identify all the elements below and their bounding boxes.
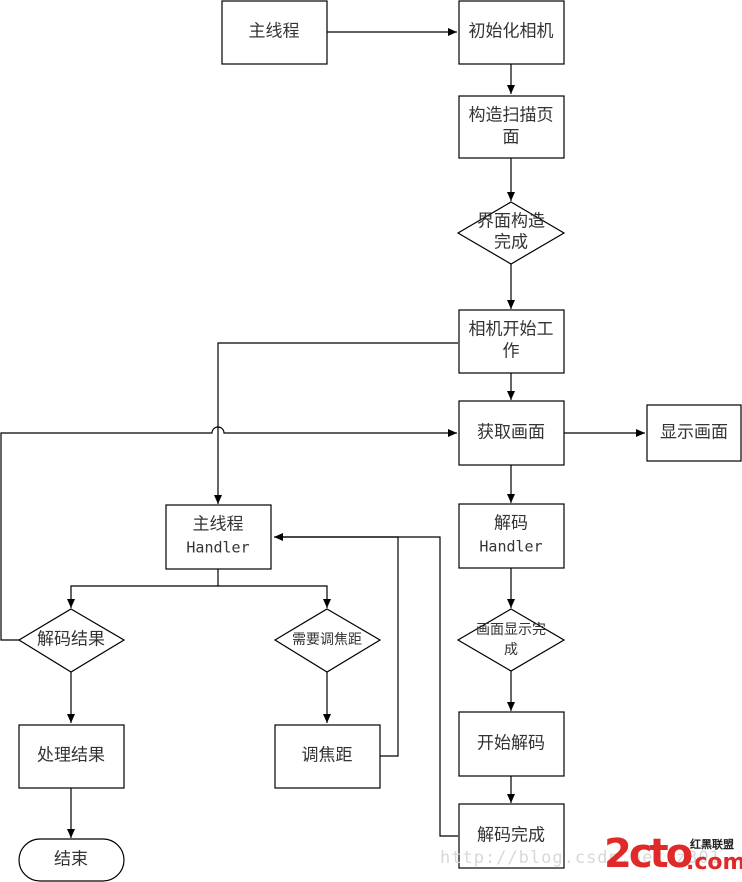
node-label: 开始解码: [477, 734, 545, 754]
edge-camera-start-to-main-handler: [214, 342, 458, 504]
node-label: 解码完成: [477, 826, 545, 846]
node-label: 主线程: [249, 22, 300, 42]
node-end: 结束: [18, 838, 125, 882]
node-main-handler: 主线程 Handler: [165, 504, 272, 570]
edge-adjust-focus-to-main-handler: [276, 536, 399, 757]
node-adjust-focus: 调焦距: [274, 724, 381, 789]
node-label: 获取画面: [477, 423, 545, 443]
node-ui-built: 界面构造 完成: [456, 201, 566, 265]
node-label: 结束: [54, 850, 88, 870]
node-label-line1: 界面构造: [477, 212, 545, 232]
edge-decode-result-to-get-frame: [0, 426, 457, 641]
node-label: 初始化相机: [469, 22, 554, 42]
node-decode-handler: 解码 Handler: [458, 503, 565, 569]
node-label: 解码结果: [37, 630, 105, 650]
node-label-line2: Handler: [479, 538, 542, 556]
node-label: 处理结果: [37, 746, 105, 766]
edges: [0, 28, 645, 838]
logo-com-text: .com: [686, 850, 742, 875]
node-build-scan-page: 构造扫描页 面: [458, 95, 565, 159]
watermark-logo: 2cto 红黑联盟 .com: [604, 832, 742, 882]
node-start-decode: 开始解码: [458, 711, 565, 777]
node-decode-done: 解码完成: [458, 803, 565, 869]
node-process-result: 处理结果: [18, 724, 125, 789]
node-label: 调焦距: [302, 746, 353, 766]
node-need-focus: 需要调焦距: [273, 608, 382, 673]
node-show-frame: 显示画面: [646, 404, 742, 462]
node-label-line1: 解码: [494, 514, 528, 534]
node-main-thread: 主线程: [221, 0, 328, 65]
node-camera-start: 相机开始工 作: [458, 309, 565, 374]
node-get-frame: 获取画面: [458, 400, 565, 466]
node-label: 显示画面: [660, 423, 728, 443]
node-label-line2: 面: [503, 128, 520, 148]
node-init-camera: 初始化相机: [458, 0, 565, 65]
node-decode-result: 解码结果: [17, 608, 126, 673]
node-label-line2: 作: [503, 342, 520, 362]
edge-decode-done-to-main-handler: [274, 533, 458, 837]
edge-main-handler-to-need-focus: [218, 585, 331, 608]
edge-main-handler-branch: [67, 569, 219, 608]
logo-main-text: 2cto: [604, 831, 693, 877]
logo-sub-text: 红黑联盟: [690, 838, 734, 851]
node-label-line1: 构造扫描页: [469, 106, 554, 126]
node-label-line1: 相机开始工: [469, 320, 554, 340]
node-label-line2: 成: [504, 642, 518, 658]
node-frame-shown: 画面显示完 成: [456, 608, 566, 672]
node-label-line2: Handler: [186, 539, 249, 557]
watermark-url: http://blog.csdn.net/z301: [440, 848, 721, 868]
node-label: 需要调焦距: [292, 632, 362, 648]
node-label-line1: 主线程: [193, 515, 244, 535]
node-label-line2: 完成: [494, 233, 528, 253]
node-label-line1: 画面显示完: [476, 622, 546, 638]
